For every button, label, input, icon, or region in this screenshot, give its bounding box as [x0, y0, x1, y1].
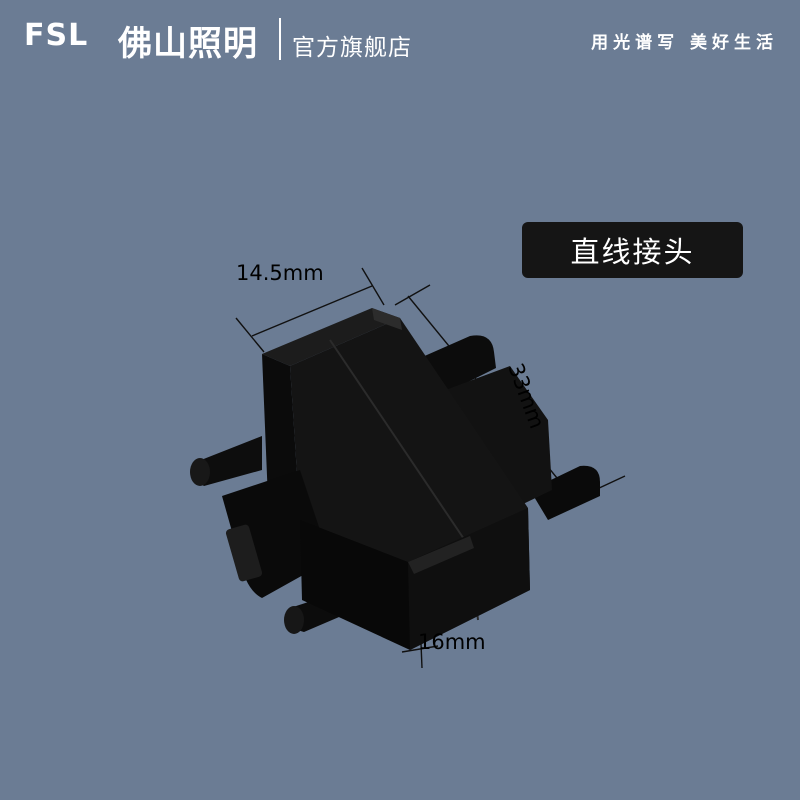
width-label: 14.5mm: [236, 261, 324, 285]
product-tag: 直线接头: [522, 222, 743, 278]
header-divider: [279, 18, 281, 60]
brand-logo: FSL: [24, 18, 89, 53]
slogan: 用光谱写 美好生活: [591, 33, 778, 53]
brand-name: 佛山照明: [118, 24, 258, 64]
height-label: 16mm: [418, 630, 486, 654]
connector-body: [190, 308, 600, 650]
store-name: 官方旗舰店: [292, 35, 412, 61]
header: FSL 佛山照明 官方旗舰店 用光谱写 美好生活: [0, 0, 800, 80]
